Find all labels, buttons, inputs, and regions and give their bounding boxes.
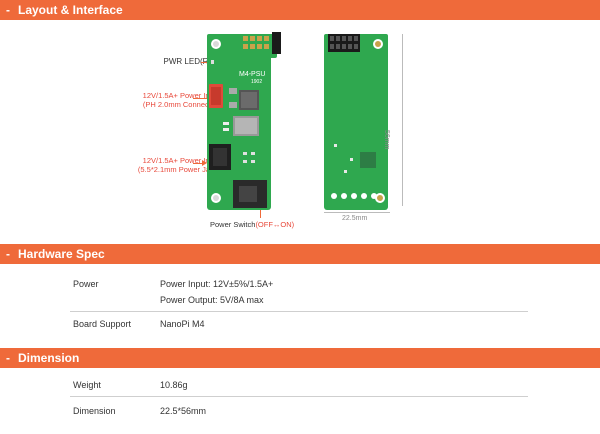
spec-val-power-input: Power Input: 12V±5%/1.5A+ [160, 279, 274, 289]
annotation-power-switch-state: (OFF↔ON) [255, 220, 295, 229]
arrow-pwr-led [201, 62, 211, 63]
spec-key-power: Power [73, 279, 99, 289]
spec-val-board-support: NanoPi M4 [160, 319, 205, 329]
annotation-power-input-ph-line1: 12V/1.5A+ Power Input [142, 91, 220, 100]
spec-val-dimension: 22.5*56mm [160, 406, 207, 416]
spec-val-power-output: Power Output: 5V/8A max [160, 295, 264, 305]
spec-divider [70, 311, 528, 312]
section-header-hardware: - Hardware Spec [0, 244, 600, 264]
spec-val-weight: 10.86g [160, 380, 188, 390]
annotation-power-input-jack-line1: 12V/1.5A+ Power Input [142, 156, 220, 165]
section-dash: - [6, 351, 10, 365]
spec-key-board-support: Board Support [73, 319, 132, 329]
board-front: M4-PSU 1902 [207, 32, 281, 210]
spec-key-dimension: Dimension [73, 406, 116, 416]
annotation-power-input-ph-line2: (PH 2.0mm Connector) [142, 100, 220, 109]
height-dimension-label: 56mm [383, 130, 390, 150]
section-title-dimension: Dimension [18, 351, 80, 365]
arrow-head-power-input-jack [202, 160, 207, 166]
width-dimension-label: 22.5mm [342, 215, 368, 222]
section-header-layout: - Layout & Interface [0, 0, 600, 20]
board-silk-title: M4-PSU [239, 71, 265, 78]
arrow-power-input-jack [193, 163, 203, 164]
dimension-divider [70, 396, 528, 397]
width-dimension-line [324, 212, 390, 213]
section-header-dimension: - Dimension [0, 348, 600, 368]
height-dimension-line [402, 34, 403, 206]
annotation-power-switch-label: Power Switch [210, 220, 256, 229]
section-title-hardware: Hardware Spec [18, 247, 105, 261]
annotation-power-input-jack: 12V/1.5A+ Power Input (5.5*2.1mm Power J… [100, 156, 220, 174]
spec-key-weight: Weight [73, 380, 101, 390]
annotation-power-input-jack-line2: (5.5*2.1mm Power Jack) [137, 165, 220, 174]
section-title-layout: Layout & Interface [18, 3, 123, 17]
annotation-power-input-ph: 12V/1.5A+ Power Input (PH 2.0mm Connecto… [100, 91, 220, 109]
annotation-power-switch: Power Switch(OFF↔ON) [210, 220, 310, 229]
board-silk-version: 1902 [251, 79, 262, 85]
section-dash: - [6, 247, 10, 261]
annotation-pwr-led: PWR LED(Red) [163, 57, 220, 66]
section-dash: - [6, 3, 10, 17]
arrow-power-switch [260, 208, 261, 218]
board-back [324, 34, 388, 210]
arrow-power-input-ph [193, 98, 209, 99]
